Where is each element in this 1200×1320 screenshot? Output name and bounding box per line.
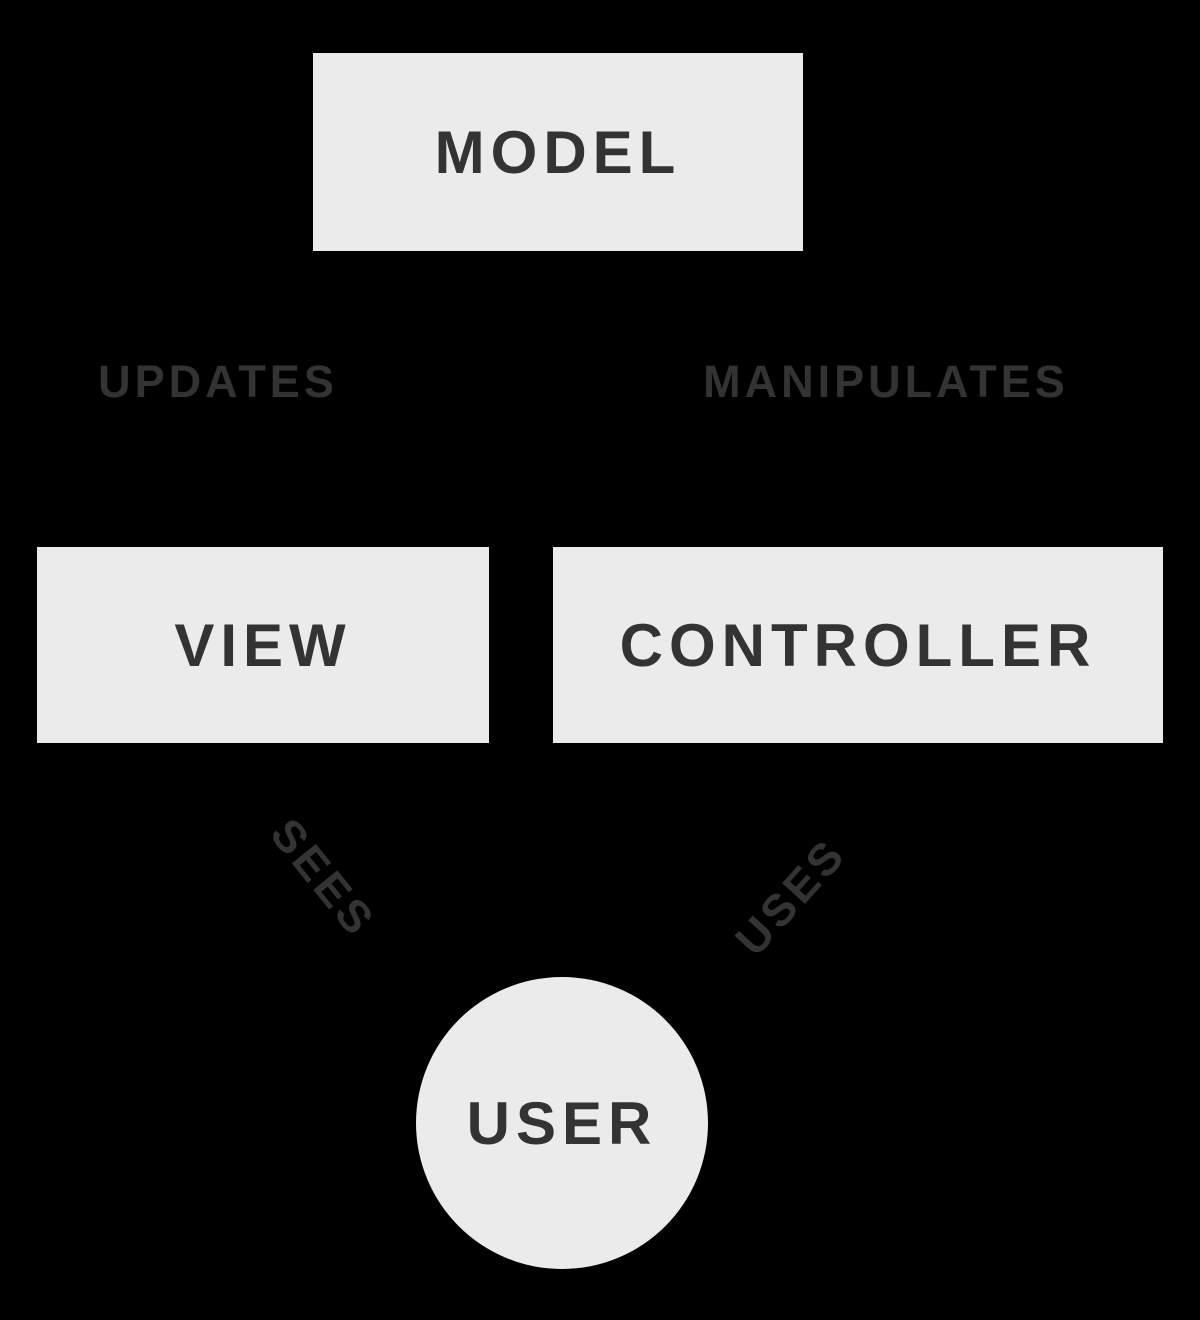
node-model-label: MODEL (434, 118, 682, 186)
node-view: VIEW (37, 547, 489, 743)
node-controller-label: CONTROLLER (619, 611, 1097, 679)
node-controller: CONTROLLER (553, 547, 1163, 743)
node-view-label: VIEW (174, 611, 352, 679)
edge-label-manipulates: MANIPULATES (703, 356, 1069, 407)
edge-label-sees: SEES (260, 808, 387, 947)
edge-label-updates: UPDATES (98, 356, 338, 407)
node-model: MODEL (313, 53, 803, 251)
edge-label-uses: USES (725, 828, 856, 966)
node-user-label: USER (466, 1089, 658, 1157)
node-user: USER (416, 977, 708, 1269)
